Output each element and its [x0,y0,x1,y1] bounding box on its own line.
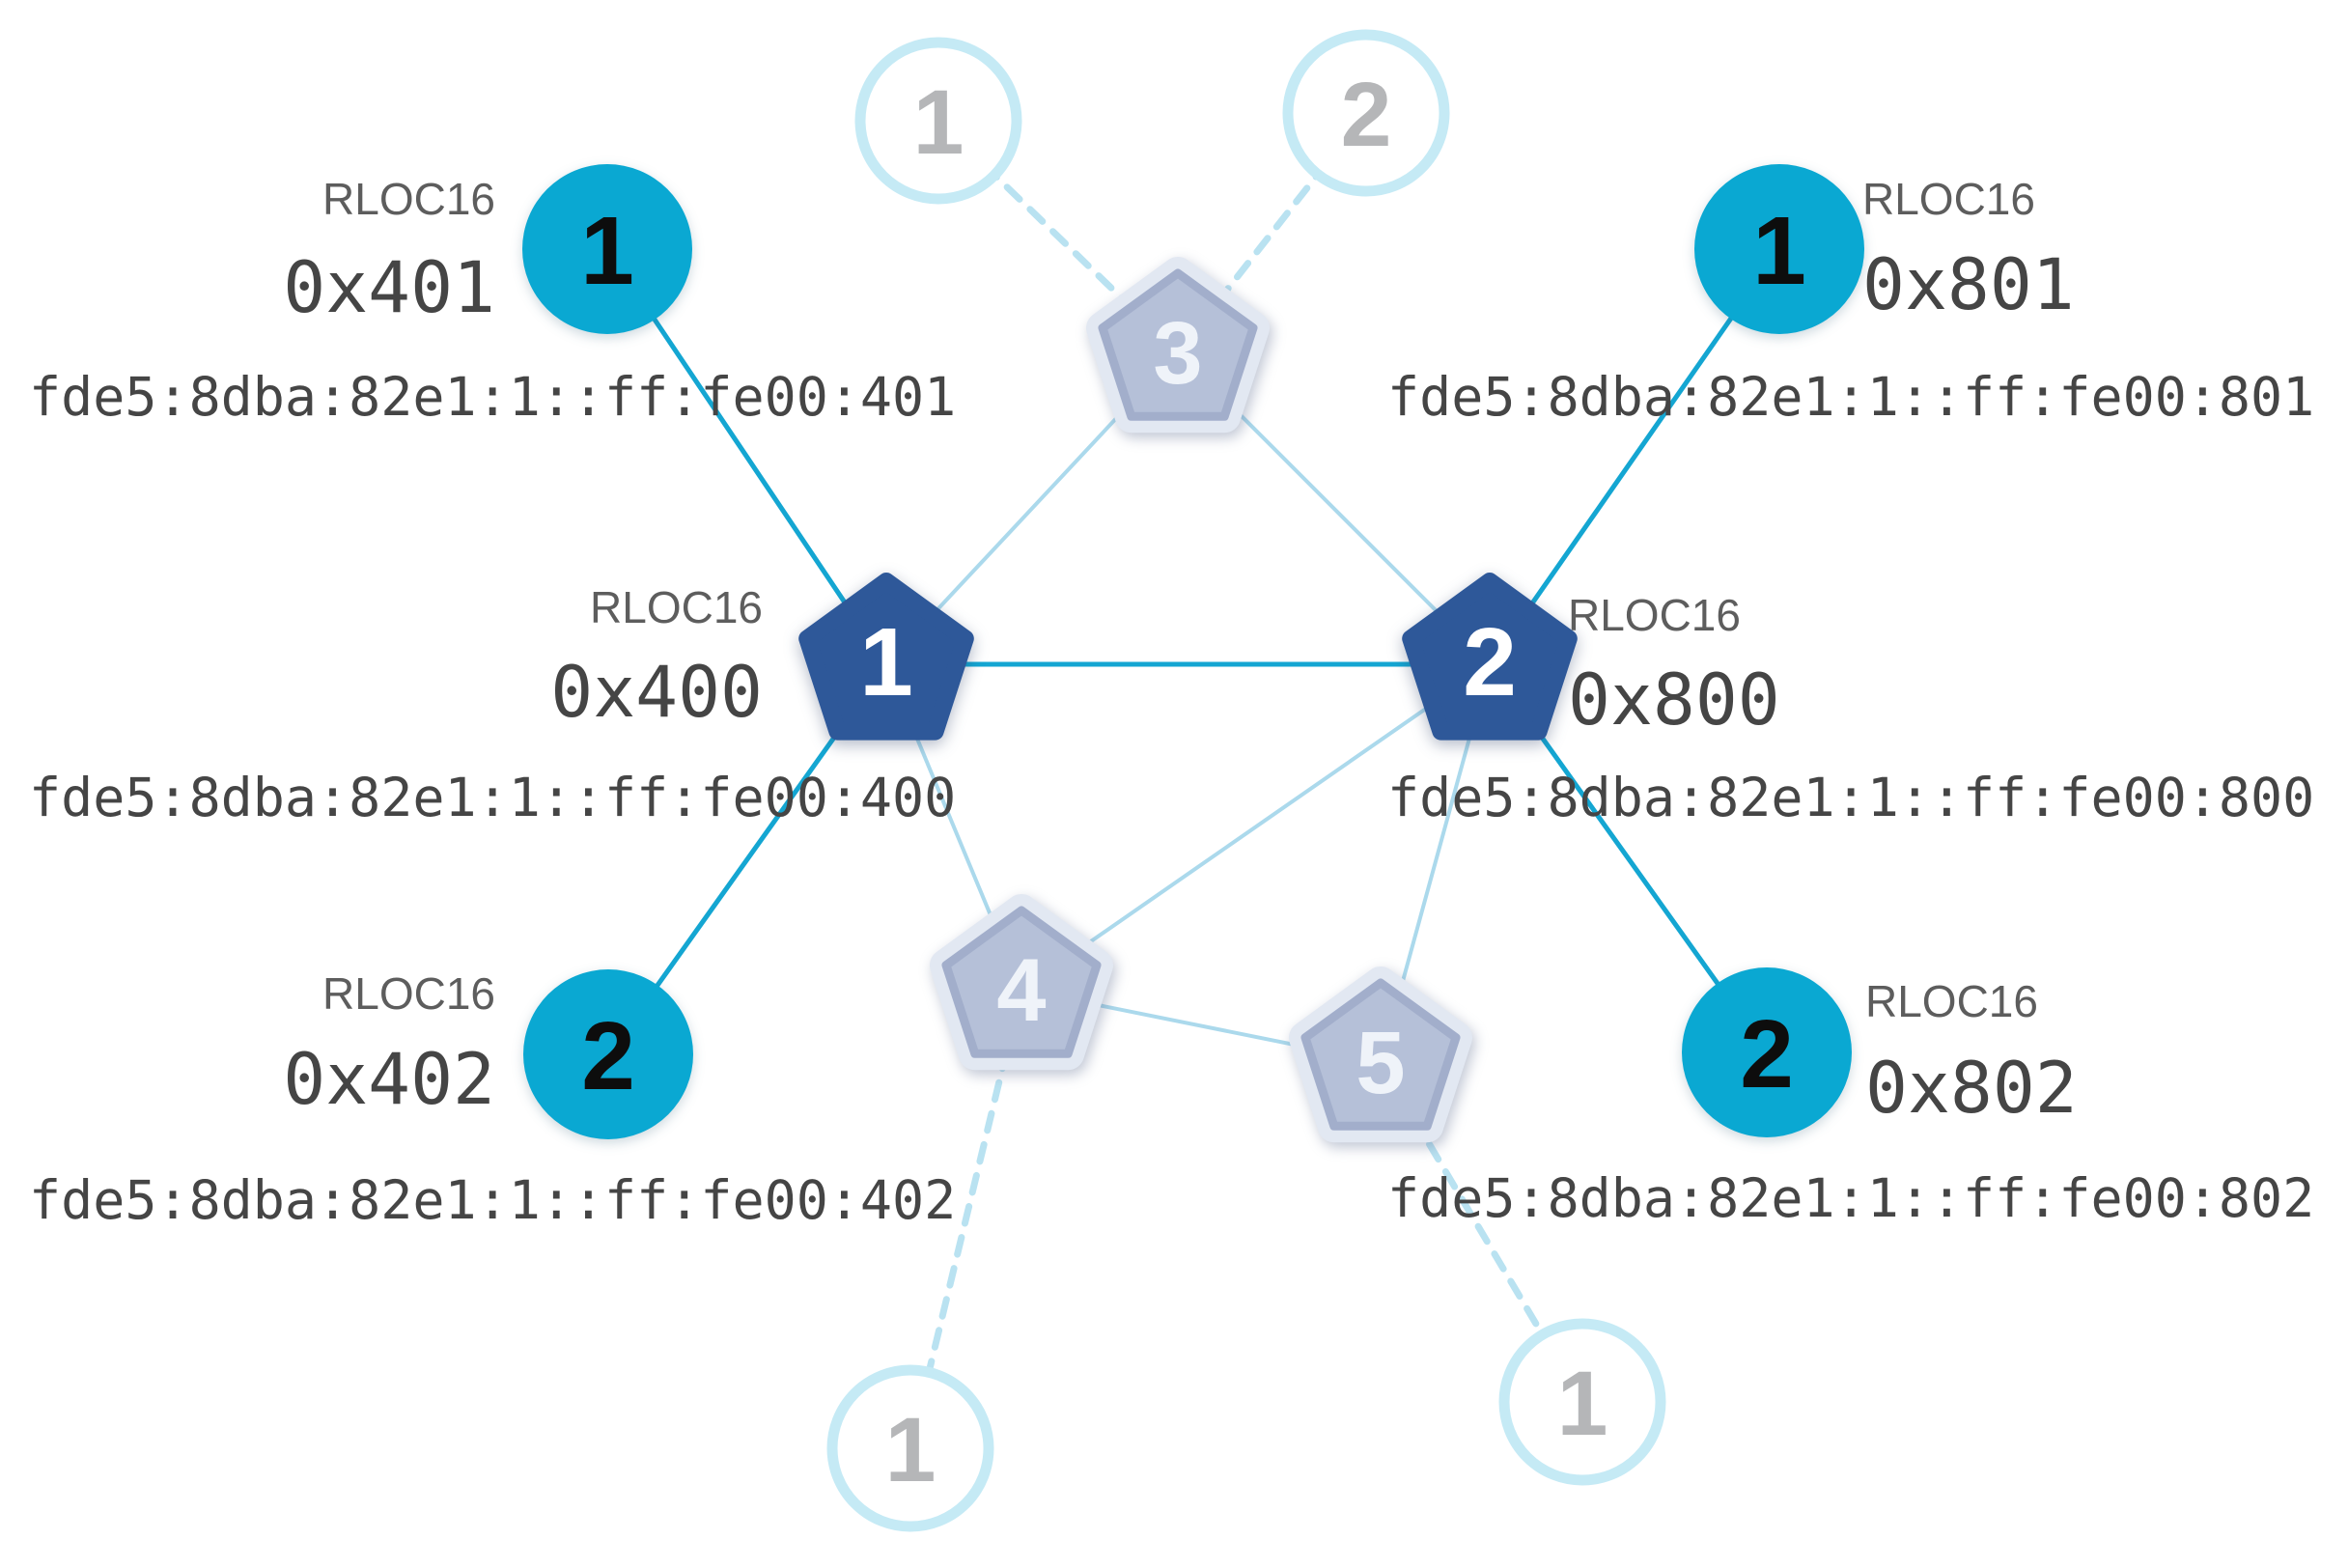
rloc16-label-router-1: RLOC16 [590,582,763,632]
child-circle-icon [1498,1318,1666,1486]
labels-layer: RLOC160x401RLOC160x400RLOC160x402RLOC160… [283,174,2078,1130]
child-circle-icon [1682,967,1852,1137]
rloc16-label-child-2-of-router-2: RLOC16 [1865,976,2038,1026]
rloc16-value-child-2-of-router-2: 0x802 [1865,1048,2078,1130]
rloc16-value-child-1-of-router-2: 0x801 [1862,244,2075,326]
ipv6-address: fde5:8dba:82e1:1::ff:fe00:402 [29,1169,956,1231]
node-number-child-2-of-router-1: 2 [581,1002,635,1110]
node-number-router-3: 3 [1153,304,1202,403]
child-faded-top-2[interactable]: 2 [1282,29,1450,197]
node-number-child-faded-bottom-1: 1 [885,1399,936,1501]
router-4[interactable]: 4 [930,894,1113,1071]
node-number-child-faded-top-1: 1 [913,71,964,174]
rloc16-value-router-1: 0x400 [550,652,763,734]
rloc16-value-child-2-of-router-1: 0x402 [283,1039,495,1121]
rloc16-label-child-1-of-router-1: RLOC16 [322,174,495,224]
ipv6-address: fde5:8dba:82e1:1::ff:fe00:800 [1387,767,2314,828]
child-1-of-router-1[interactable]: 1 [522,164,692,334]
router-pentagon-icon [1098,268,1258,421]
rloc16-label-child-2-of-router-1: RLOC16 [322,968,495,1019]
child-2-of-router-1[interactable]: 2 [523,969,693,1139]
child-1-of-router-2[interactable]: 1 [1694,164,1864,334]
node-number-child-faded-bottom-2: 1 [1557,1353,1608,1455]
ipv6-address: fde5:8dba:82e1:1::ff:fe00:400 [29,767,956,828]
child-faded-bottom-1[interactable]: 1 [826,1364,994,1532]
node-number-router-1: 1 [859,608,913,716]
child-circle-icon [523,969,693,1139]
ipv6-address: fde5:8dba:82e1:1::ff:fe00:802 [1387,1167,2314,1229]
router-3[interactable]: 3 [1086,257,1270,434]
node-number-router-2: 2 [1463,608,1517,716]
child-faded-bottom-2[interactable]: 1 [1498,1318,1666,1486]
child-faded-top-1[interactable]: 1 [854,37,1022,205]
ipv6-address: fde5:8dba:82e1:1::ff:fe00:401 [29,366,956,428]
router-pentagon-icon [798,573,974,741]
node-number-child-faded-top-2: 2 [1341,64,1392,166]
child-2-of-router-2[interactable]: 2 [1682,967,1852,1137]
router-pentagon-icon [1402,573,1578,741]
router-2[interactable]: 2 [1402,573,1578,741]
node-number-router-5: 5 [1356,1014,1405,1112]
child-circle-icon [854,37,1022,205]
node-number-child-2-of-router-2: 2 [1740,1000,1794,1108]
ipv6-address: fde5:8dba:82e1:1::ff:fe00:801 [1387,366,2314,428]
edge-dashed-child-faded-top-1--router-3 [935,117,1182,356]
child-circle-icon [1694,164,1864,334]
child-circle-icon [522,164,692,334]
router-1[interactable]: 1 [798,573,974,741]
child-circle-icon [1282,29,1450,197]
rloc16-label-router-2: RLOC16 [1568,590,1741,640]
nodes-layer: 1 2 3 4 5 1 2 1 2 1 2 1 1 [522,29,1864,1532]
node-number-child-1-of-router-2: 1 [1752,197,1806,305]
node-number-child-1-of-router-1: 1 [580,197,634,305]
router-pentagon-icon [941,906,1102,1058]
child-circle-icon [826,1364,994,1532]
edge-router-router-2--router-4 [1020,662,1492,992]
rloc16-value-router-2: 0x800 [1568,659,1780,742]
rloc16-label-child-1-of-router-2: RLOC16 [1862,174,2035,224]
rloc16-value-child-1-of-router-1: 0x401 [283,247,495,329]
router-5[interactable]: 5 [1289,966,1472,1143]
node-number-router-4: 4 [996,941,1046,1040]
router-pentagon-icon [1300,978,1461,1131]
